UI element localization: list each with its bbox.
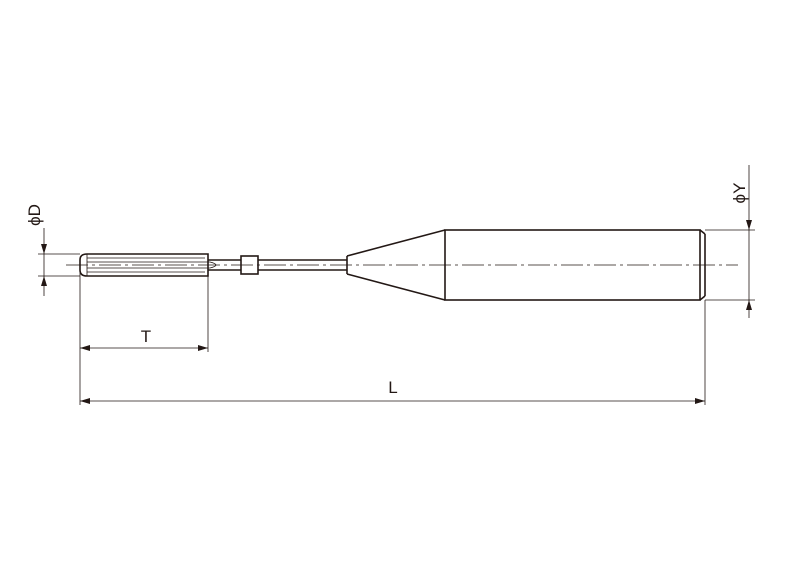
tool-body	[79, 229, 706, 301]
overall-length-label: L	[388, 378, 397, 397]
taper	[346, 229, 446, 301]
dimension-thread-length: T	[79, 272, 209, 405]
diameter-y-label: ϕY	[730, 183, 749, 204]
thread-length-label: T	[141, 327, 151, 346]
dimension-overall-length: L	[80, 300, 706, 405]
diameter-d-label: ϕD	[25, 204, 44, 226]
dimension-diameter-y: ϕY	[705, 165, 755, 318]
threaded-tip	[79, 253, 217, 277]
shank	[444, 229, 706, 301]
dimension-diameter-d: ϕD	[25, 204, 80, 296]
neck	[208, 255, 348, 275]
